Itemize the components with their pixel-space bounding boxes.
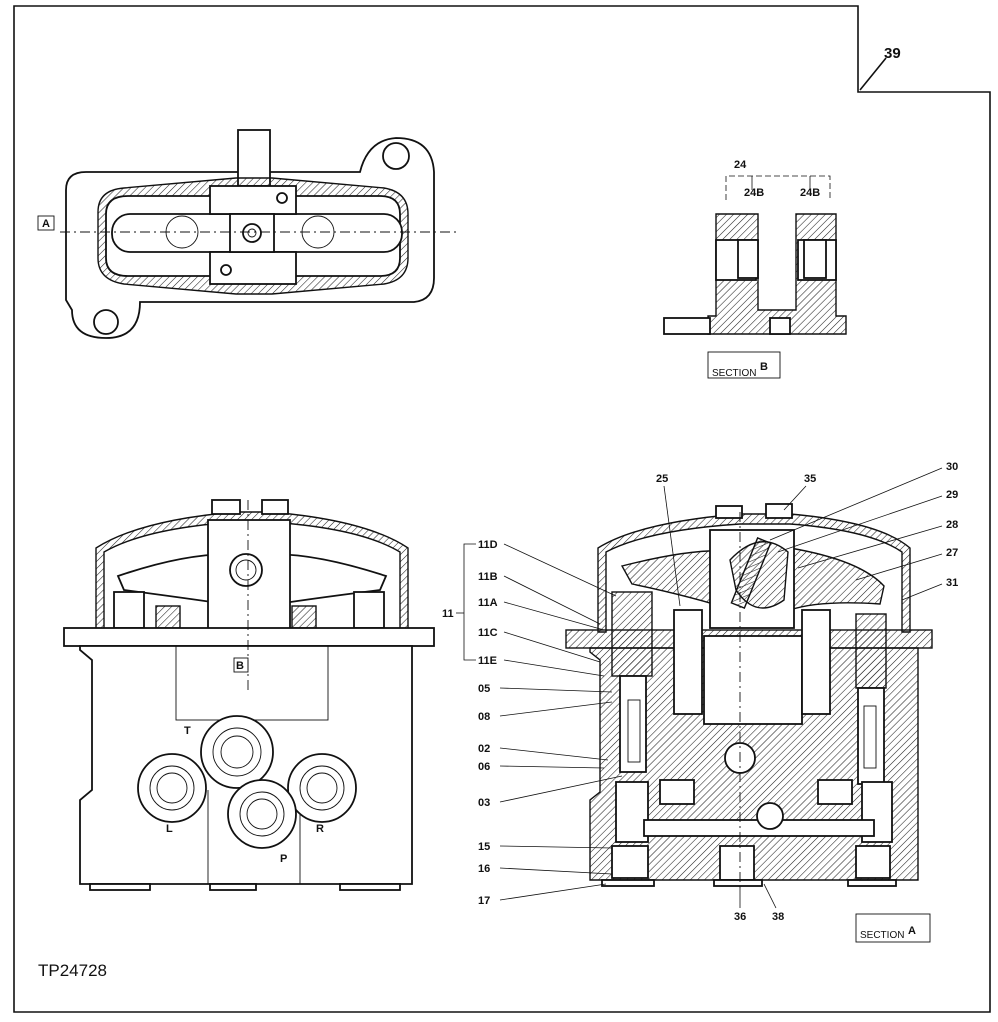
section-b-caption-box: [707, 351, 781, 379]
section-a-marker-box: [37, 215, 55, 231]
label-36: 36: [734, 911, 746, 923]
page-number: 39: [884, 45, 901, 62]
label-35: 35: [804, 473, 816, 485]
label-25: 25: [656, 473, 668, 485]
section-a-caption-letter: A: [908, 925, 916, 937]
label-15: 15: [478, 841, 490, 853]
label-11d: 11D: [478, 539, 498, 551]
figure-id: TP24728: [38, 961, 107, 980]
label-08: 08: [478, 711, 490, 723]
label-16: 16: [478, 863, 490, 875]
label-02: 02: [478, 743, 490, 755]
port-label-r: R: [316, 823, 324, 835]
label-05: 05: [478, 683, 490, 695]
section-b-label-24b-left: 24B: [744, 187, 764, 199]
label-29: 29: [946, 489, 958, 501]
label-11c: 11C: [478, 627, 498, 639]
section-b-caption-letter: B: [760, 361, 768, 373]
label-11b: 11B: [478, 571, 498, 583]
section-b-caption-word: SECTION: [712, 368, 756, 379]
page-border: [13, 5, 991, 1013]
section-a-caption-word: SECTION: [860, 930, 904, 941]
section-b-label-24b-right: 24B: [800, 187, 820, 199]
section-b-label-24: 24: [734, 159, 747, 171]
front-view: B T P L R: [63, 499, 435, 891]
section-b-view: 24 24B 24B SECTION B: [663, 159, 847, 379]
label-38: 38: [772, 911, 784, 923]
page-number-leader: [859, 57, 887, 91]
port-label-p: P: [280, 853, 287, 865]
port-label-t: T: [184, 725, 191, 737]
top-view: A: [37, 129, 456, 339]
label-11a: 11A: [478, 597, 498, 609]
label-30: 30: [946, 461, 958, 473]
section-b-marker-box: [233, 657, 249, 673]
label-27: 27: [946, 547, 958, 559]
section-a-view: 11 11D 11B 11A 11C 11E 05 08 02 06 03 15…: [442, 461, 958, 943]
section-a-caption-box: [855, 913, 931, 943]
section-a-marker: A: [42, 218, 50, 230]
label-06: 06: [478, 761, 490, 773]
label-11: 11: [442, 608, 454, 620]
label-03: 03: [478, 797, 490, 809]
label-11e: 11E: [478, 655, 497, 667]
label-28: 28: [946, 519, 958, 531]
section-b-marker: B: [236, 660, 244, 672]
label-31: 31: [946, 577, 958, 589]
port-label-l: L: [166, 823, 173, 835]
label-17: 17: [478, 895, 490, 907]
